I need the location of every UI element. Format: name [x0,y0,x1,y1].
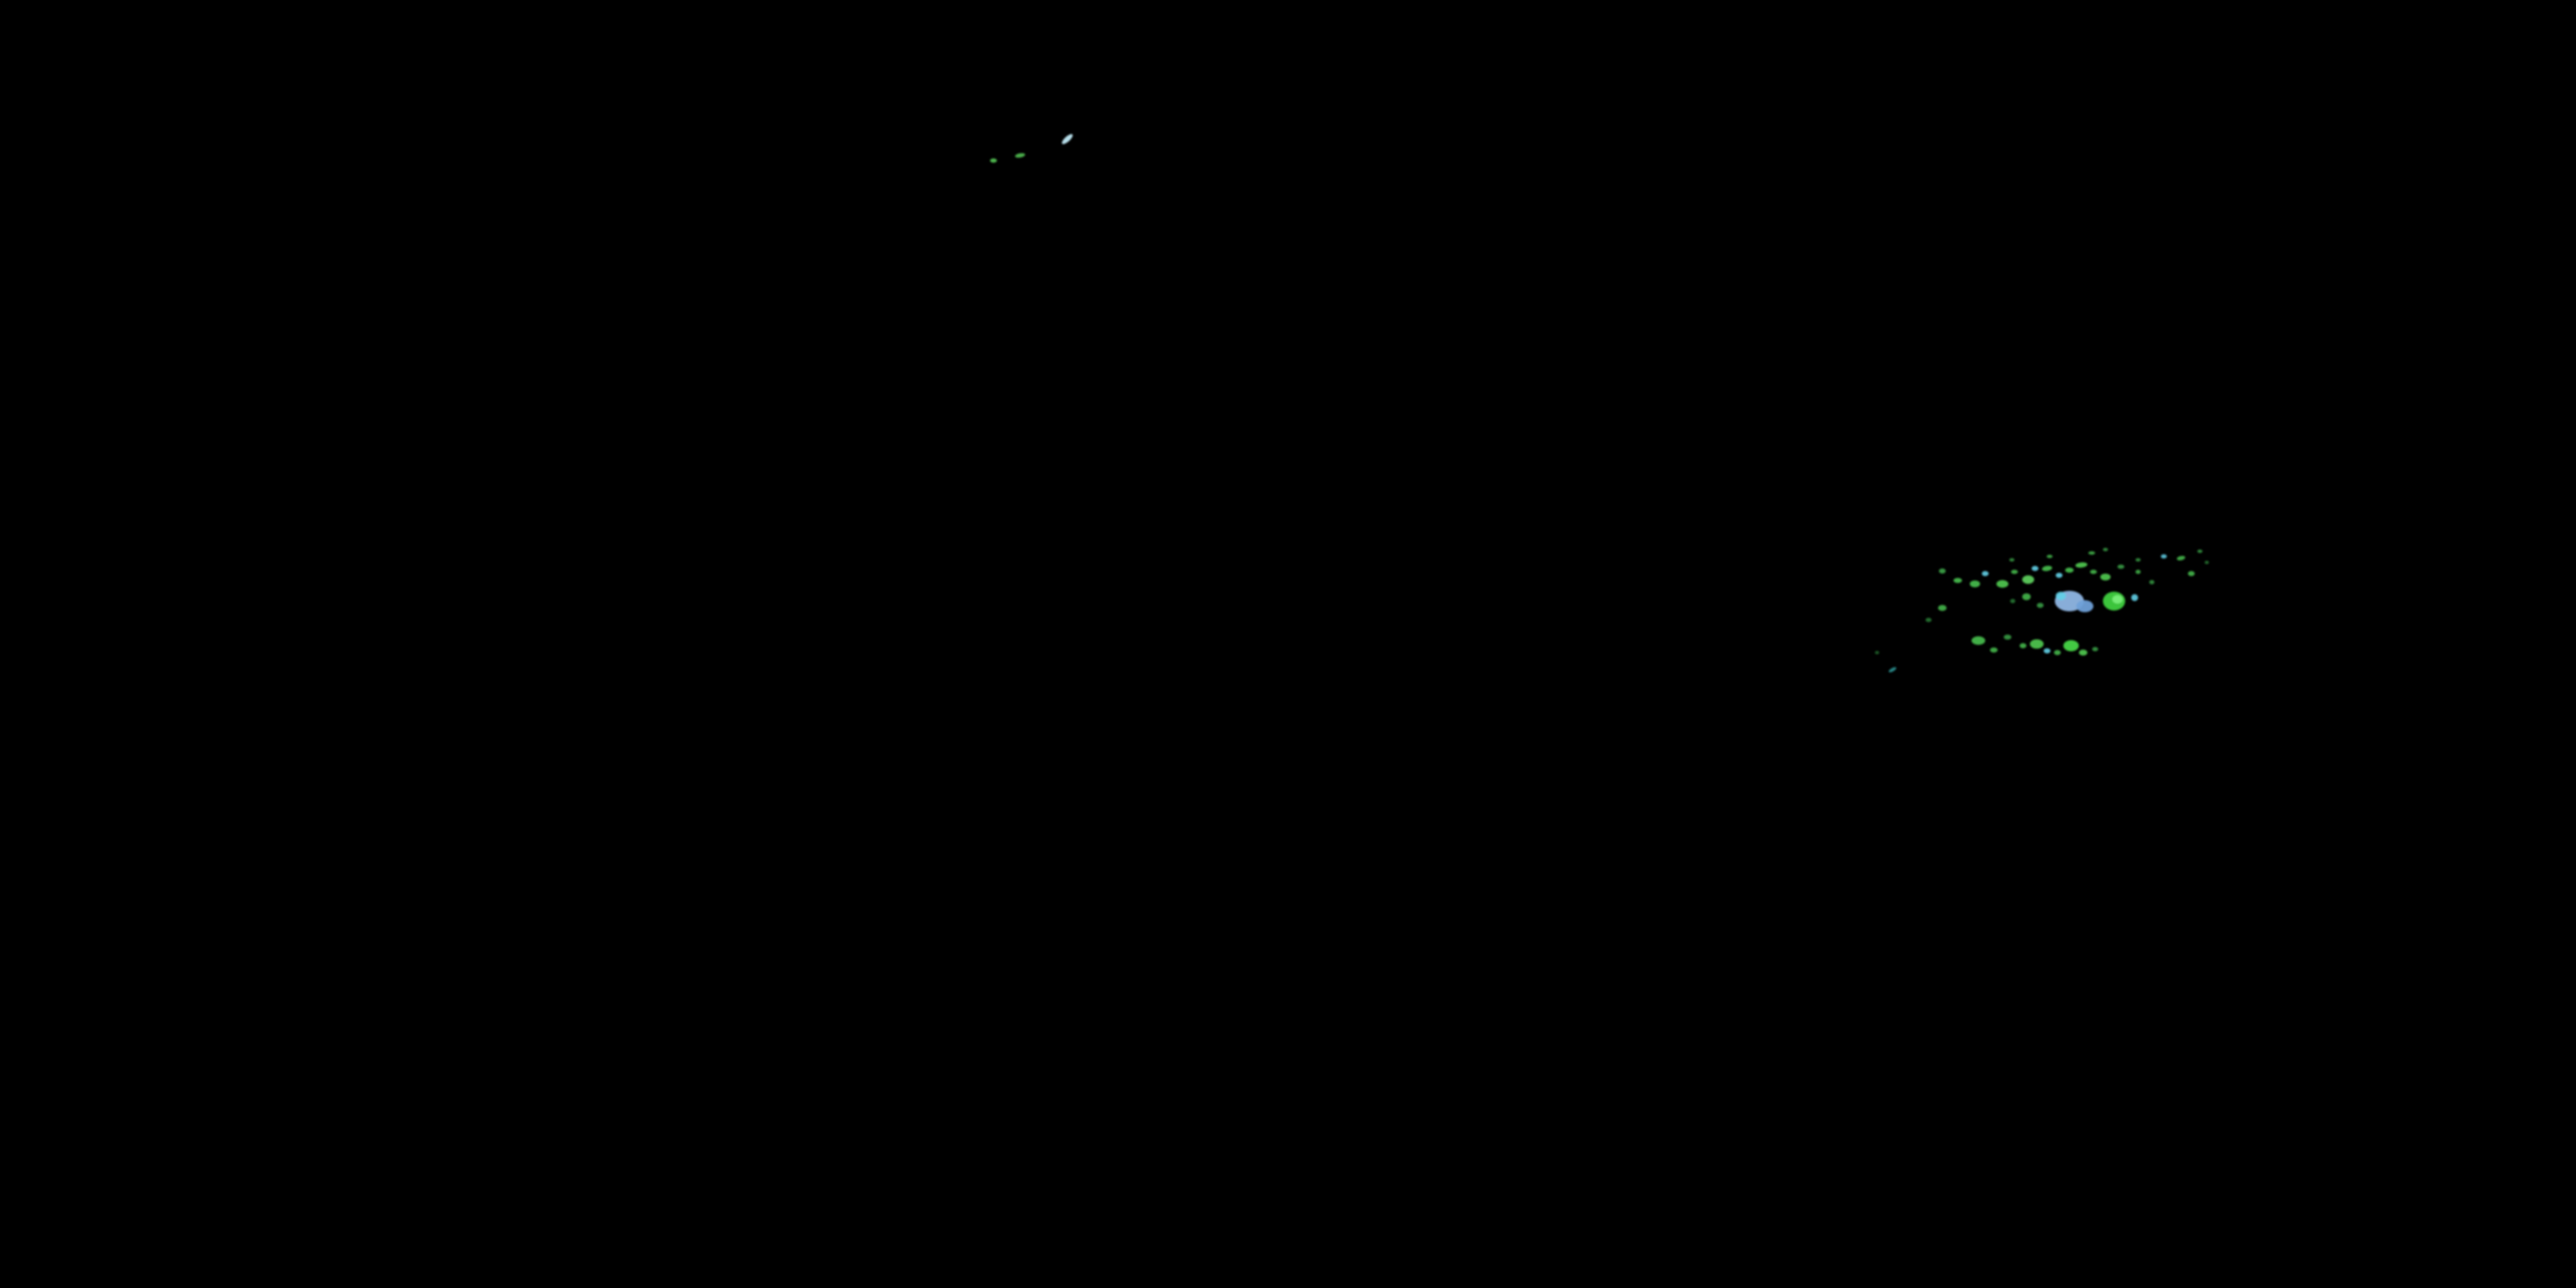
radar-echo [1874,651,1880,654]
radar-echo [2204,561,2209,564]
radar-echo [2149,580,2154,585]
radar-echo [1970,580,1980,587]
radar-echo [2197,550,2202,553]
radar-echo [1953,578,1962,583]
radar-echo [2042,565,2052,572]
radar-echo [2030,639,2044,649]
radar-echo [2188,571,2195,576]
radar-echo [1990,647,1998,653]
radar-echo [1939,568,1946,574]
radar-echo [2054,650,2061,655]
radar-echo [1996,580,2008,588]
radar-echo [2075,562,2087,568]
radar-echo [2160,554,2167,559]
radar-echo [2063,640,2079,652]
radar-echo [2177,556,2185,561]
radar-echo [1938,605,1947,611]
radar-echo [2037,603,2044,608]
radar-echo [990,158,997,163]
radar-echo [1015,153,1025,158]
radar-echo [1061,134,1073,144]
radar-echo [2103,548,2108,551]
radar-echo [1925,617,1932,623]
radar-echo [2003,635,2012,640]
radar-echo [2056,573,2063,578]
radar-echo [2022,575,2034,584]
radar-echo [2079,649,2087,656]
radar-echo [2020,643,2026,648]
radar-echo [1982,571,1989,576]
radar-echo [2009,558,2014,562]
radar-echo [2065,568,2074,573]
radar-echo [2022,593,2031,600]
radar-echo [2076,600,2093,612]
radar-echo [2032,566,2038,571]
radar-echo [1888,666,1897,673]
radar-echo [2131,594,2138,601]
radar-echo [2100,574,2111,580]
radar-echo-group [990,134,2209,673]
radar-echo [2088,551,2095,555]
radar-echo [2112,595,2123,604]
radar-echo [2056,592,2066,600]
radar-echo [2136,558,2141,562]
radar-echo [2046,555,2053,558]
radar-echo [2117,564,2124,569]
radar-echo [2044,648,2050,653]
radar-echo [2092,647,2099,652]
radar-echo [1971,636,1985,645]
radar-echo [2011,569,2018,574]
radar-echo [2090,569,2097,574]
radar-echo [2136,569,2141,574]
radar-echo [2010,598,2015,604]
